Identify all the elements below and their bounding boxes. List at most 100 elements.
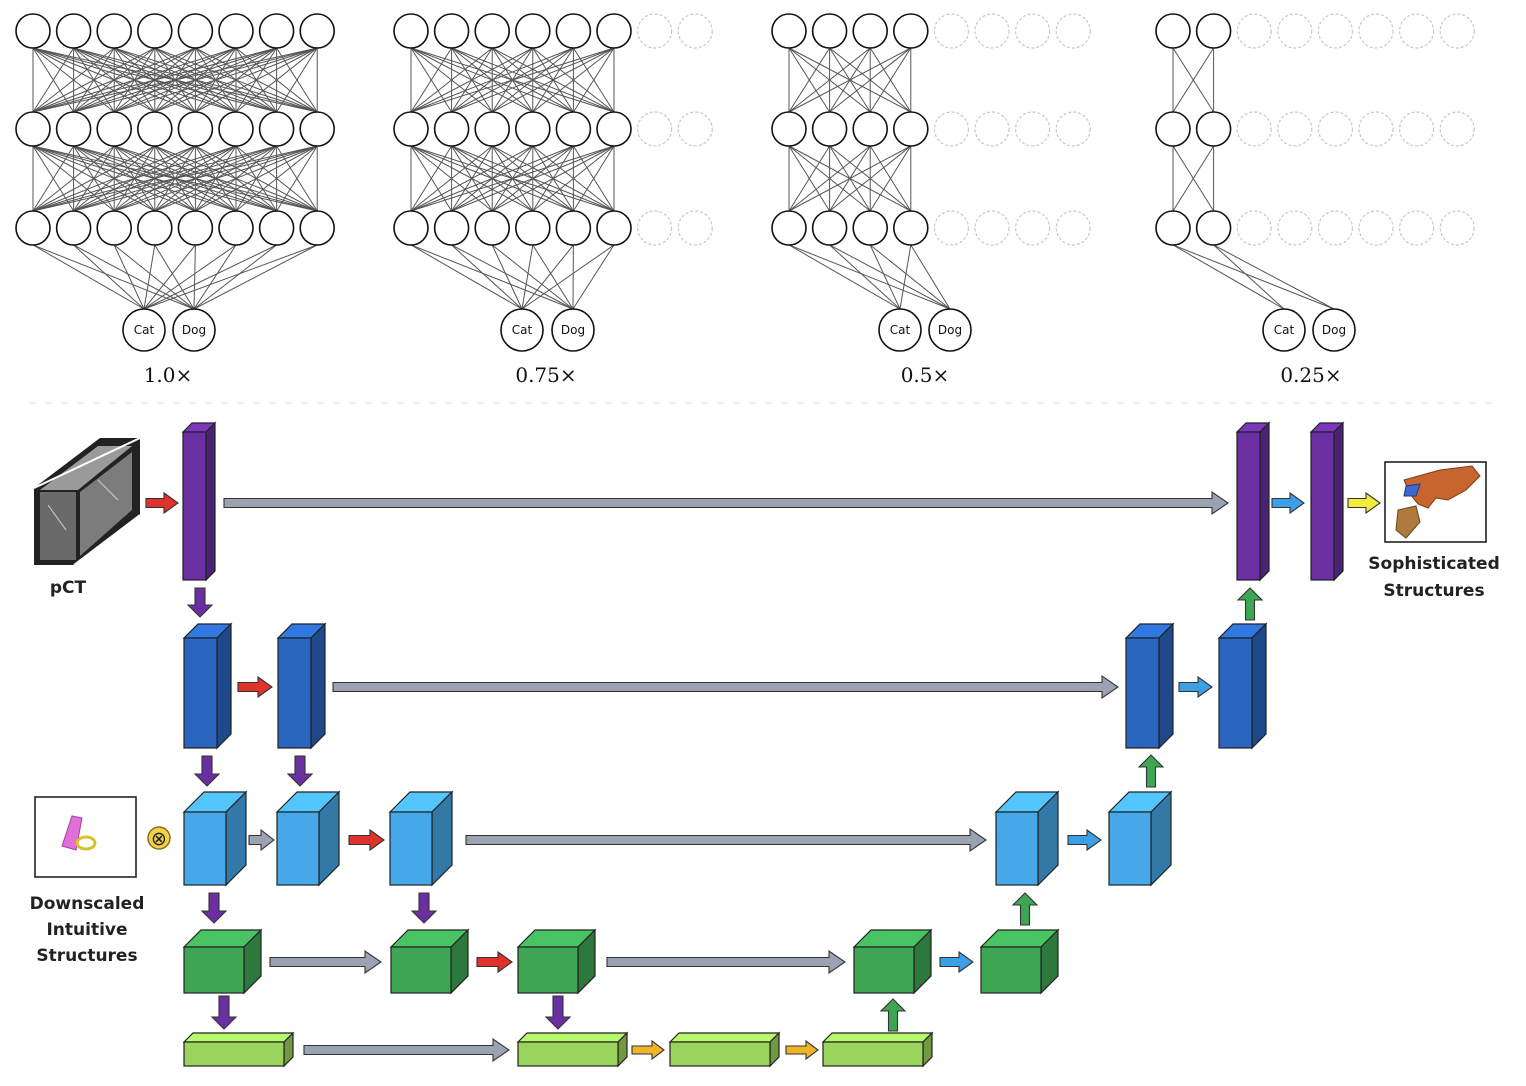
neuron — [218, 210, 254, 246]
network-edges — [1172, 47, 1335, 310]
neuron — [892, 13, 929, 49]
conv-arrow-blue — [1178, 675, 1213, 699]
network-edges — [410, 47, 615, 310]
output-neuron-cat — [122, 308, 166, 352]
conv-arrow-blue — [939, 950, 974, 974]
neuron — [177, 111, 214, 147]
bottleneck-arrow — [631, 1039, 665, 1061]
block-top — [516, 1032, 629, 1043]
pct-top-face — [40, 446, 132, 490]
pct-front-slice — [40, 492, 76, 560]
skip-arrow-l2 — [332, 674, 1119, 700]
decoder-block-l2b — [1217, 622, 1268, 750]
inactive-neuron — [1014, 210, 1051, 246]
block-front — [669, 1041, 771, 1067]
block-front — [277, 637, 312, 749]
edge — [73, 47, 318, 113]
neuron — [474, 111, 511, 147]
width-multiplier-label: 0.25× — [1280, 363, 1341, 387]
skip-arrow-l3 — [465, 827, 987, 853]
neuron — [555, 111, 592, 147]
edge — [32, 145, 277, 212]
block-front — [276, 811, 320, 886]
downsample-arrow — [210, 995, 238, 1030]
edge — [788, 47, 871, 113]
edge — [32, 47, 196, 113]
inactive-neuron — [1398, 13, 1435, 49]
neuron — [177, 210, 214, 246]
block-side — [216, 622, 232, 750]
edge — [193, 244, 196, 310]
block-front — [182, 431, 207, 581]
inactive-neuron — [1277, 111, 1313, 147]
edge — [521, 244, 534, 310]
width-multiplier-label: 1.0× — [144, 363, 193, 387]
encoder-block-l3a — [182, 790, 248, 887]
inactive-neuron — [677, 210, 713, 246]
neuron — [96, 111, 132, 147]
inactive-neuron — [1277, 210, 1313, 246]
inactive-neuron — [1439, 210, 1475, 246]
skip-arrow-l1 — [223, 490, 1229, 516]
pct-edge — [33, 437, 141, 489]
block-side — [1259, 421, 1270, 582]
structure-yellow — [75, 835, 97, 851]
neuron — [474, 210, 511, 246]
inactive-neuron — [974, 13, 1010, 49]
neuron — [55, 13, 92, 49]
neuron — [596, 13, 632, 49]
decoder-block-l1 — [1235, 421, 1271, 582]
edge — [32, 145, 156, 212]
decoder-block-l4b — [979, 928, 1060, 995]
edge — [532, 145, 615, 212]
edge — [193, 244, 318, 310]
edge — [143, 244, 156, 310]
neuron — [811, 210, 848, 246]
block-front — [390, 946, 452, 994]
edge — [829, 47, 912, 113]
edge — [114, 145, 318, 212]
edge — [410, 145, 574, 212]
edge — [32, 47, 277, 113]
inactive-neuron — [1236, 210, 1272, 246]
neuron — [393, 13, 429, 49]
edge — [572, 244, 615, 310]
neuron — [433, 13, 470, 49]
edge — [113, 244, 145, 310]
downsample-arrow — [544, 995, 572, 1030]
block-front — [822, 1041, 924, 1067]
output-neuron-cat — [1262, 308, 1306, 352]
edge — [1172, 145, 1215, 212]
edge — [276, 47, 318, 113]
network-edges — [788, 47, 951, 310]
block-side — [310, 622, 326, 750]
block-side — [205, 421, 216, 582]
neuron — [258, 13, 295, 49]
neuron — [393, 111, 429, 147]
edge — [143, 244, 196, 310]
edge — [276, 145, 318, 212]
edge — [410, 47, 453, 113]
edge — [32, 47, 115, 113]
output-label: Dog — [561, 323, 585, 337]
pct-texture — [97, 479, 119, 501]
edge — [32, 47, 156, 113]
neuron — [96, 210, 132, 246]
output-neuron-cat — [500, 308, 544, 352]
output-label: Cat — [1274, 323, 1295, 337]
inactive-neuron — [677, 13, 713, 49]
conv-arrow — [476, 950, 513, 974]
neuron — [596, 210, 632, 246]
edge — [32, 145, 237, 212]
block-side — [1251, 622, 1267, 750]
edge — [154, 145, 318, 212]
neuron — [15, 210, 51, 246]
neuron — [852, 111, 889, 147]
block-top — [182, 1032, 295, 1043]
edge — [572, 145, 615, 212]
bottleneck-arrow — [785, 1039, 819, 1061]
output-neuron-dog — [551, 308, 595, 352]
